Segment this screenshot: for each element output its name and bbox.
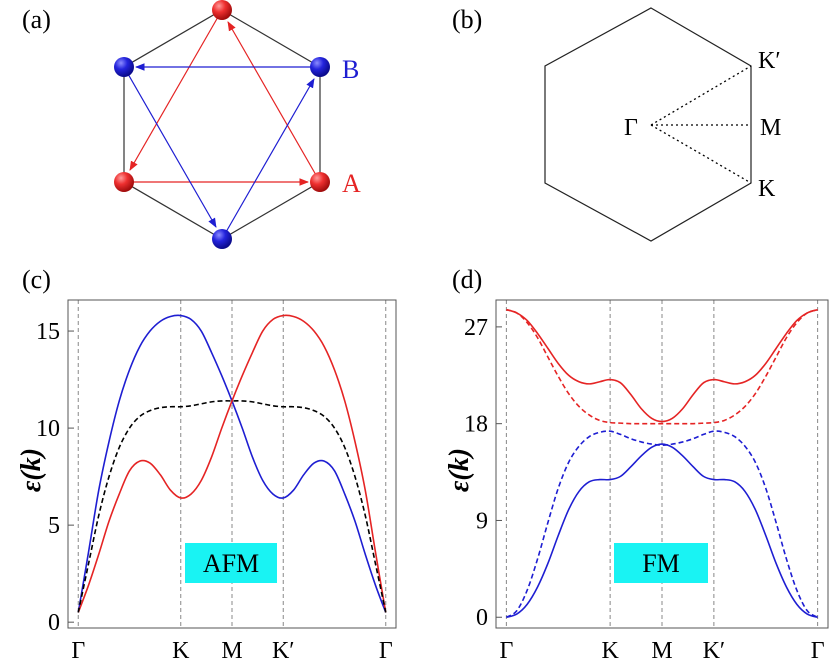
bz-point-k: K [758, 176, 776, 202]
path-gamma-k [650, 124, 752, 184]
panel-a-tag: (a) [22, 5, 51, 34]
blue-arrow-3 [221, 78, 315, 240]
site-b-right [310, 57, 330, 77]
y-tick-label-2: 10 [36, 416, 60, 442]
x-tick-label-4: Γ [379, 638, 393, 664]
x-tick-label-4: Γ [811, 638, 825, 664]
x-tick-label-3: K′ [703, 638, 726, 664]
y-tick-label-3: 15 [36, 319, 60, 345]
x-tick-label-1: K [172, 638, 190, 664]
y-tick-label-1: 9 [476, 508, 488, 534]
site-a-left [114, 172, 134, 192]
plot-frame [495, 299, 829, 629]
series-blue-solid-line [506, 443, 818, 619]
sublattice-label-a: A [342, 169, 361, 198]
phase-badge-box [614, 543, 708, 583]
series-black-dashed-line [77, 400, 387, 613]
bz-point-gamma: Γ [624, 115, 638, 141]
panel-a: (a) B A [22, 0, 361, 249]
hexagon-outline-a [123, 9, 321, 240]
series-red-dashed-line [506, 308, 818, 425]
x-tick-label-2: M [651, 638, 672, 664]
panel-c-afm-chart: (c) 0 5 10 15Γ K M K′ Γε(k) AFM [16, 265, 397, 664]
series-blue-dashed-line [505, 430, 819, 618]
x-tick-label-1: K [601, 638, 619, 664]
site-b-bottom [212, 229, 232, 249]
x-tick-label-3: K′ [272, 638, 295, 664]
panel-b-tag: (b) [452, 5, 482, 34]
x-tick-label-0: Γ [71, 638, 85, 664]
y-axis-label: ε(k) [444, 448, 475, 492]
phase-badge-box [185, 543, 277, 583]
sublattice-label-b: B [342, 55, 359, 84]
y-tick-label-0: 0 [48, 610, 60, 636]
blue-arrow-2 [123, 66, 217, 228]
panel-b: (b) Γ M K′ K [452, 5, 781, 242]
x-tick-label-2: M [221, 638, 242, 664]
site-a-top [212, 0, 232, 20]
red-arrow-2 [227, 21, 321, 183]
bz-point-m: M [760, 115, 781, 141]
y-tick-label-3: 27 [464, 315, 488, 341]
y-axis-label: ε(k) [16, 448, 47, 492]
path-gamma-kprime [650, 65, 752, 126]
y-tick-label-2: 18 [464, 412, 488, 438]
series-red-solid-line [77, 314, 387, 613]
brillouin-zone [544, 7, 752, 242]
panel-d-tag: (d) [452, 265, 482, 294]
y-tick-label-1: 5 [48, 513, 60, 539]
panel-c-tag: (c) [22, 265, 51, 294]
panel-d-fm-chart: (d) 0 9 18 27Γ K M K′ Γε(k) FM [444, 265, 829, 664]
phase-badge-label: FM [642, 549, 680, 578]
bz-point-kprime: K′ [758, 48, 781, 74]
x-tick-label-0: Γ [499, 638, 513, 664]
red-arrow-3 [129, 9, 223, 171]
series-red-solid-line [506, 308, 818, 423]
phase-badge-label: AFM [203, 549, 259, 578]
plot-frame [67, 299, 397, 629]
y-tick-label-0: 0 [476, 605, 488, 631]
site-a-right [310, 172, 330, 192]
site-b-left [114, 57, 134, 77]
